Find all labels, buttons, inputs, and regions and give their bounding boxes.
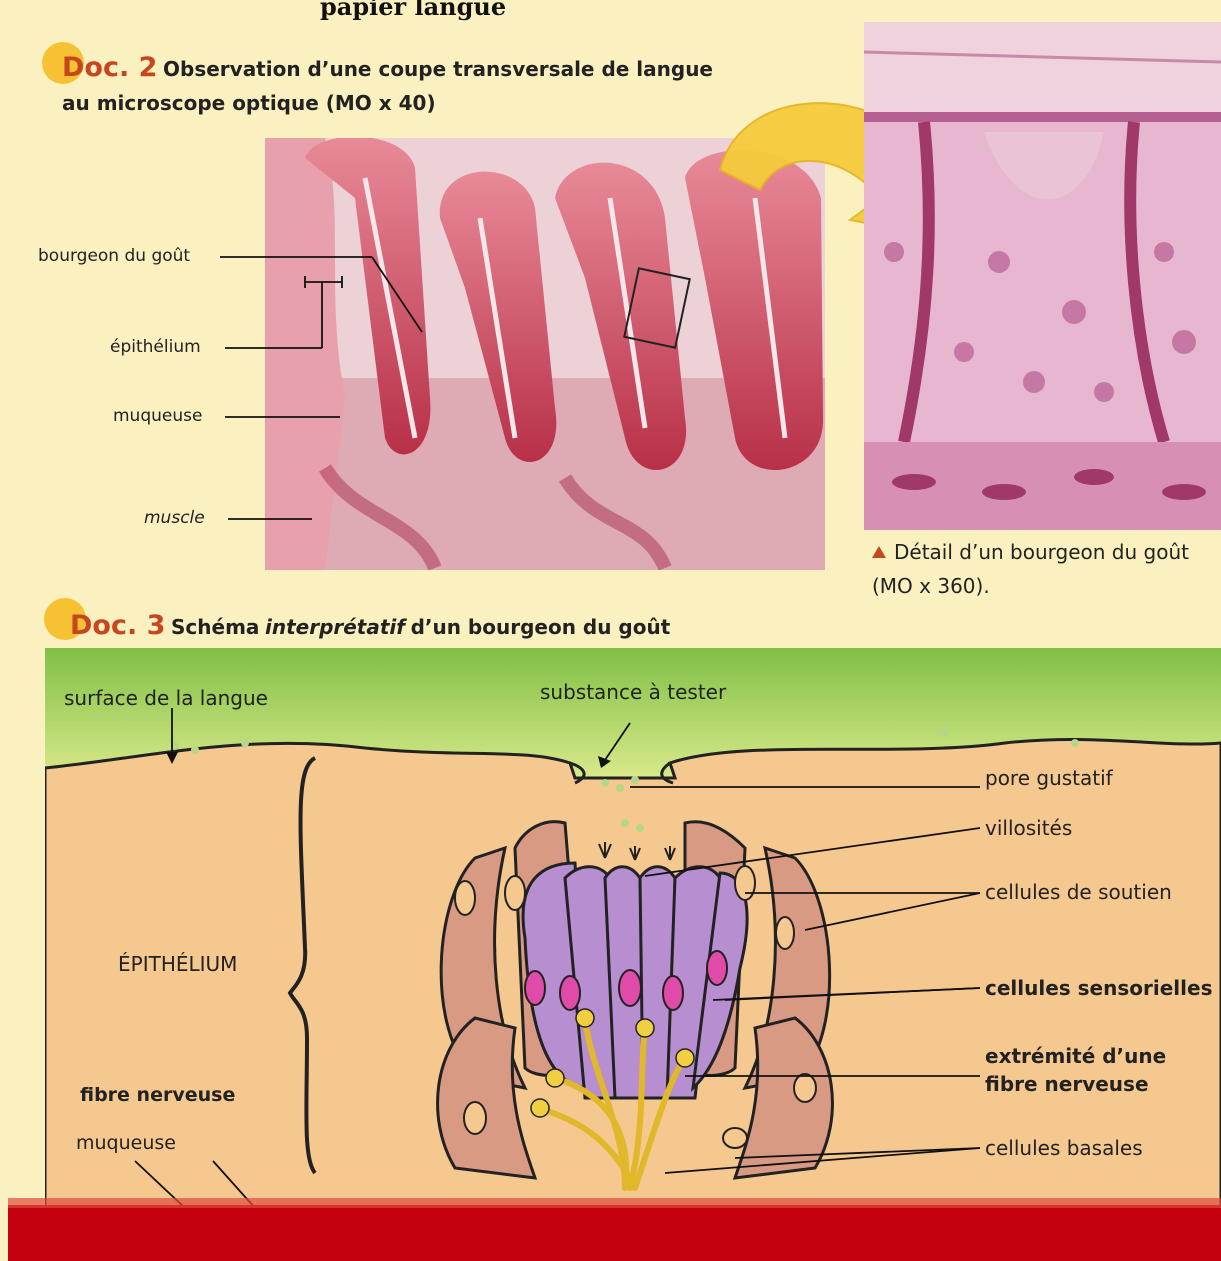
label-surface-langue: surface de la langue <box>64 686 268 710</box>
label-extremite-line1: extrémité d’une <box>985 1044 1166 1068</box>
label-extremite-line2: fibre nerveuse <box>985 1072 1149 1096</box>
label-cellules-sensorielles: cellules sensorielles <box>985 976 1212 1000</box>
label-villosites: villosités <box>985 816 1072 840</box>
label-epithelium-diagram: ÉPITHÉLIUM <box>118 952 237 976</box>
detail-caption-line1: Détail d’un bourgeon du goût <box>894 540 1189 564</box>
micrograph-high-magnification <box>864 22 1221 530</box>
label-cellules-soutien: cellules de soutien <box>985 880 1172 904</box>
detail-caption-line2: (MO x 360). <box>872 574 990 598</box>
taste-bud-diagram <box>45 648 1221 1208</box>
doc3-title-pre: Schéma <box>171 615 259 639</box>
bottom-band <box>8 1205 1221 1261</box>
label-fibre-nerveuse: fibre nerveuse <box>80 1084 235 1106</box>
detail-caption-marker <box>872 546 886 558</box>
bottom-band-top-edge <box>8 1198 1221 1208</box>
label-cellules-basales: cellules basales <box>985 1136 1143 1160</box>
doc3-title-italic: interprétatif <box>265 615 405 639</box>
label-substance-a-tester: substance à tester <box>540 680 726 704</box>
label-pore-gustatif: pore gustatif <box>985 766 1113 790</box>
doc3-title-post: d’un bourgeon du goût <box>411 615 671 639</box>
doc3-title: Doc. 3 Schéma interprétatif d’un bourgeo… <box>70 610 670 641</box>
doc3-number: Doc. 3 <box>70 610 165 641</box>
label-muqueuse-diagram: muqueuse <box>76 1132 176 1154</box>
